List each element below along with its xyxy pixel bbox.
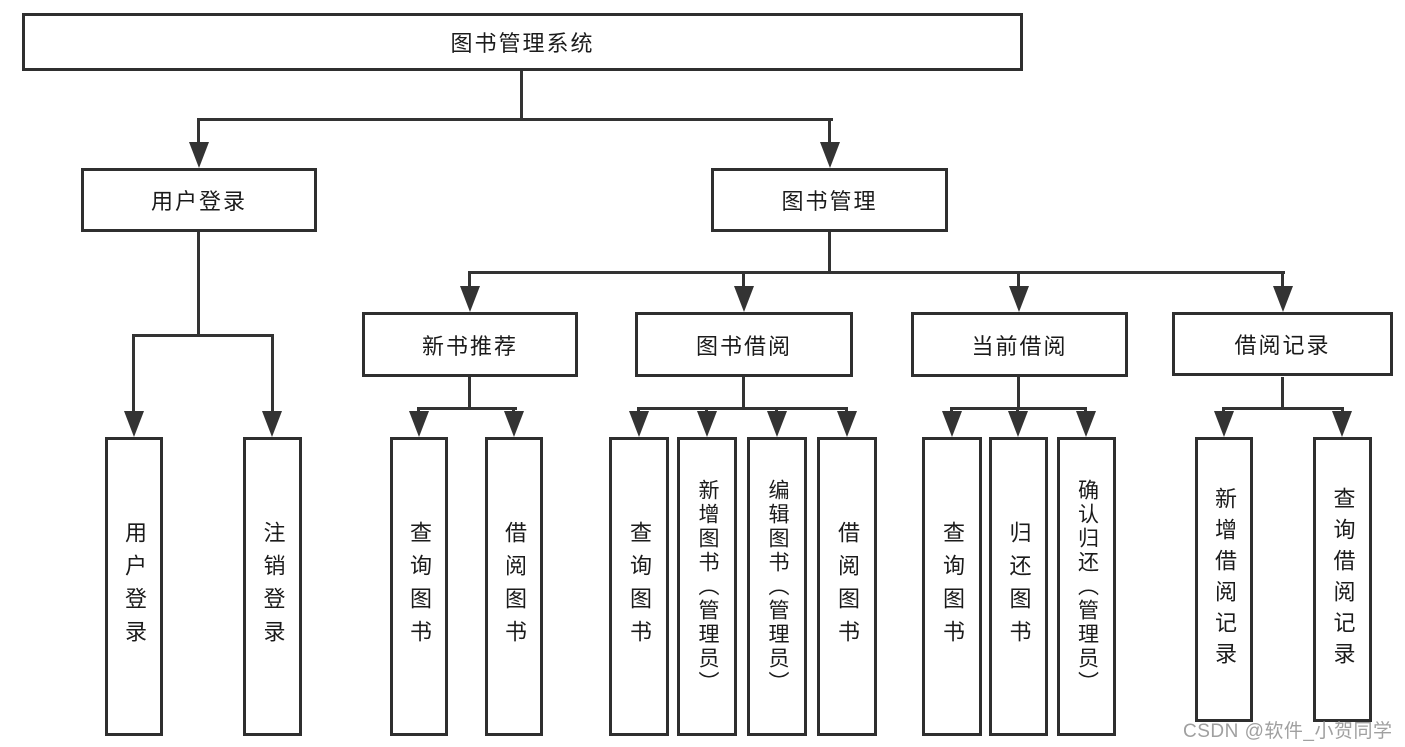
arrowhead-icon bbox=[837, 411, 857, 437]
diagram-node-v-query-book-1: 查询图书 bbox=[390, 437, 448, 736]
connector-line bbox=[197, 232, 200, 336]
node-label: 图书借阅 bbox=[695, 333, 792, 359]
node-label: 编辑图书（管理员） bbox=[766, 478, 789, 695]
node-label: 查询图书 bbox=[627, 520, 652, 653]
node-label: 查询图书 bbox=[940, 520, 965, 653]
connector-line bbox=[468, 271, 471, 289]
arrowhead-icon bbox=[460, 286, 480, 312]
diagram-node-v-add-record: 新增借阅记录 bbox=[1195, 437, 1253, 722]
connector-line bbox=[742, 377, 745, 410]
diagram-node-v-logout: 注销登录 bbox=[243, 437, 302, 736]
connector-line bbox=[828, 118, 831, 146]
node-label: 新增借阅记录 bbox=[1212, 486, 1237, 673]
node-label: 借阅记录 bbox=[1234, 333, 1331, 358]
node-label: 用户登录 bbox=[150, 189, 247, 214]
node-label: 查询借阅记录 bbox=[1330, 486, 1356, 673]
connector-line bbox=[520, 71, 523, 120]
arrowhead-icon bbox=[697, 411, 717, 437]
node-label: 归还图书 bbox=[1006, 520, 1032, 653]
diagram-node-v-add-book: 新增图书（管理员） bbox=[677, 437, 737, 736]
diagram-node-new-book-rec: 新书推荐 bbox=[362, 312, 578, 377]
arrowhead-icon bbox=[942, 411, 962, 437]
diagram-node-v-query-record: 查询借阅记录 bbox=[1313, 437, 1372, 722]
diagram-node-v-query-book-2: 查询图书 bbox=[609, 437, 669, 736]
connector-line bbox=[271, 334, 274, 414]
node-label: 借阅图书 bbox=[502, 520, 527, 653]
arrowhead-icon bbox=[1008, 411, 1028, 437]
diagram-node-v-return-book: 归还图书 bbox=[989, 437, 1048, 736]
connector-line bbox=[1281, 271, 1284, 289]
node-label: 图书管理 bbox=[781, 189, 878, 214]
arrowhead-icon bbox=[409, 411, 429, 437]
arrowhead-icon bbox=[1273, 286, 1293, 312]
node-label: 借阅图书 bbox=[835, 520, 860, 653]
arrowhead-icon bbox=[1332, 411, 1352, 437]
connector-line bbox=[468, 377, 471, 410]
diagram-node-v-borrow-book-2: 借阅图书 bbox=[817, 437, 877, 736]
arrowhead-icon bbox=[734, 286, 754, 312]
connector-line bbox=[132, 334, 274, 337]
connector-line bbox=[197, 118, 833, 121]
connector-line bbox=[828, 232, 831, 273]
node-label: 用户登录 bbox=[122, 520, 147, 653]
node-label: 新增图书（管理员） bbox=[696, 478, 719, 695]
watermark: CSDN @软件_小贺同学 bbox=[1183, 721, 1393, 742]
node-label: 新书推荐 bbox=[421, 333, 518, 359]
diagram-node-v-borrow-book-1: 借阅图书 bbox=[485, 437, 543, 736]
connector-line bbox=[1017, 377, 1020, 410]
diagram-node-user-login: 用户登录 bbox=[81, 168, 317, 232]
diagram-node-root: 图书管理系统 bbox=[22, 13, 1023, 71]
connector-line bbox=[468, 271, 1285, 274]
connector-line bbox=[742, 271, 745, 289]
arrowhead-icon bbox=[1214, 411, 1234, 437]
connector-line bbox=[637, 407, 848, 410]
node-label: 图书管理系统 bbox=[450, 31, 595, 56]
arrowhead-icon bbox=[1076, 411, 1096, 437]
connector-line bbox=[1222, 407, 1344, 410]
node-label: 注销登录 bbox=[260, 520, 286, 653]
arrowhead-icon bbox=[504, 411, 524, 437]
diagram-node-borrow-records: 借阅记录 bbox=[1172, 312, 1393, 376]
diagram-node-v-edit-book: 编辑图书（管理员） bbox=[747, 437, 807, 736]
arrowhead-icon bbox=[189, 142, 209, 168]
arrowhead-icon bbox=[767, 411, 787, 437]
arrowhead-icon bbox=[1009, 286, 1029, 312]
arrowhead-icon bbox=[820, 142, 840, 168]
connector-line bbox=[132, 334, 135, 414]
diagram-node-v-confirm-return: 确认归还（管理员） bbox=[1057, 437, 1116, 736]
diagram-node-current-borrow: 当前借阅 bbox=[911, 312, 1128, 377]
node-label: 当前借阅 bbox=[971, 333, 1068, 359]
connector-line bbox=[1281, 377, 1284, 410]
arrowhead-icon bbox=[262, 411, 282, 437]
connector-line bbox=[417, 407, 517, 410]
arrowhead-icon bbox=[124, 411, 144, 437]
node-label: 确认归还（管理员） bbox=[1075, 478, 1099, 695]
connector-line bbox=[1017, 271, 1020, 289]
diagram-node-book-mgmt: 图书管理 bbox=[711, 168, 948, 232]
connector-line bbox=[197, 118, 200, 146]
diagram-node-v-query-book-3: 查询图书 bbox=[922, 437, 982, 736]
arrowhead-icon bbox=[629, 411, 649, 437]
node-label: 查询图书 bbox=[407, 520, 432, 653]
diagram-node-book-borrow: 图书借阅 bbox=[635, 312, 853, 377]
diagram-node-v-user-login: 用户登录 bbox=[105, 437, 163, 736]
